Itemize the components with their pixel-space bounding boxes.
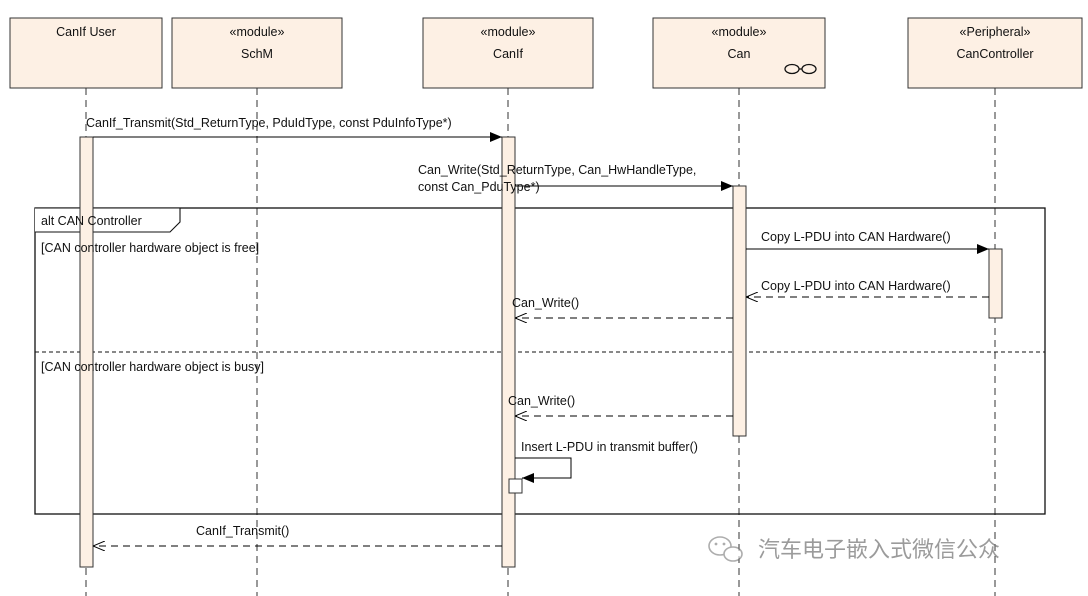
lifeline-box-cancontroller <box>907 17 1083 89</box>
activation-bar-self-call <box>508 478 523 494</box>
subsystem-glasses-icon <box>784 63 817 75</box>
lifeline-box-canif <box>422 17 594 89</box>
self-call-arrow-insert-lpdu <box>515 457 572 483</box>
return-label-can-write-busy: Can_Write() <box>508 394 575 408</box>
message-label-canif-transmit: CanIf_Transmit(Std_ReturnType, PduIdType… <box>86 116 452 130</box>
activation-bar-canif <box>501 136 516 568</box>
self-call-label-insert-lpdu: Insert L-PDU in transmit buffer() <box>521 440 698 454</box>
return-label-copy-lpdu: Copy L-PDU into CAN Hardware() <box>761 279 951 293</box>
activation-bar-can <box>732 185 747 437</box>
message-label-copy-lpdu: Copy L-PDU into CAN Hardware() <box>761 230 951 244</box>
wechat-watermark-icon <box>708 536 743 562</box>
lifeline-stereotype-cancontroller: «Peripheral» <box>960 25 1031 39</box>
lifeline-name-can: Can <box>728 47 751 61</box>
alt-guard-free: [CAN controller hardware object is free] <box>41 241 259 255</box>
lifeline-box-canif-user <box>9 17 163 89</box>
alt-guard-busy: [CAN controller hardware object is busy] <box>41 360 264 374</box>
lifeline-name-cancontroller: CanController <box>956 47 1033 61</box>
lifeline-stereotype-canif: «module» <box>481 25 536 39</box>
lifeline-box-can <box>652 17 826 89</box>
lifeline-name-schm: SchM <box>241 47 273 61</box>
message-label-can-write-1: Can_Write(Std_ReturnType, Can_HwHandleTy… <box>418 163 696 177</box>
lifeline-stereotype-schm: «module» <box>230 25 285 39</box>
alt-fragment-label: alt CAN Controller <box>41 214 142 228</box>
activation-bar-cancontroller <box>988 248 1003 319</box>
lifeline-box-schm <box>171 17 343 89</box>
watermark-text: 汽车电子嵌入式微信公众 <box>758 538 1000 563</box>
alt-fragment-tab <box>35 207 181 233</box>
lifeline-stereotype-can: «module» <box>712 25 767 39</box>
return-label-canif-transmit: CanIf_Transmit() <box>196 524 289 538</box>
lifeline-name-canif-user: CanIf User <box>56 25 116 39</box>
activation-bar-canif-user <box>79 136 94 568</box>
lifeline-name-canif: CanIf <box>493 47 523 61</box>
message-label-can-write-2: const Can_PduType*) <box>418 180 540 194</box>
alt-fragment-frame <box>34 207 1046 515</box>
return-label-can-write-free: Can_Write() <box>512 296 579 310</box>
